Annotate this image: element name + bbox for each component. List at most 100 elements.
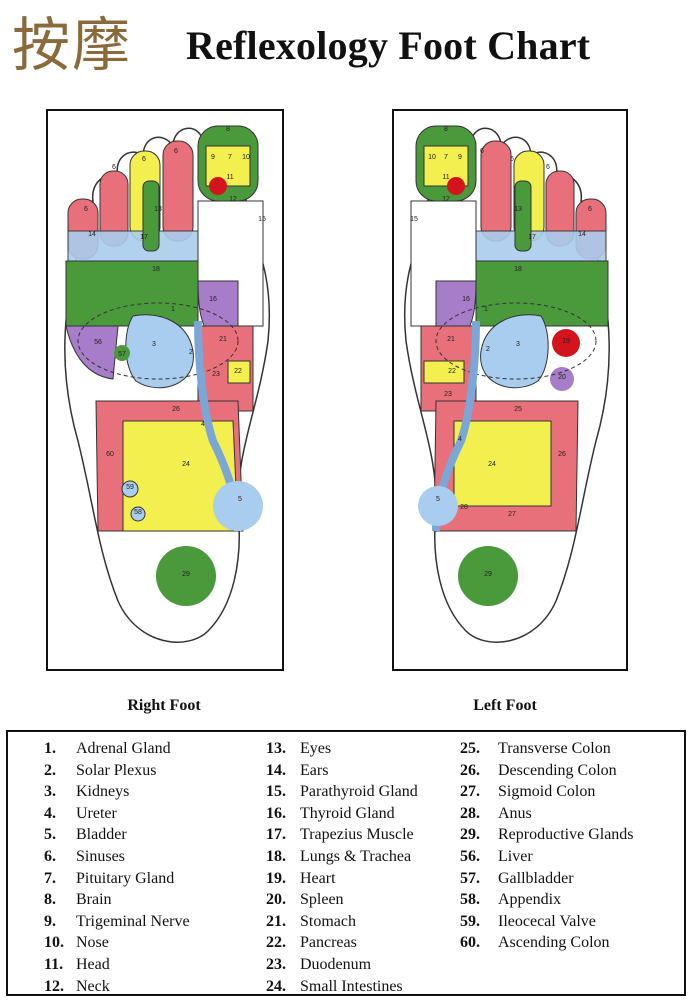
zone-number: 8 [444,126,448,133]
legend-item-label: Thyroid Gland [300,804,395,822]
legend-item: 25.Transverse Colon [460,738,634,760]
legend-item: 14.Ears [266,760,418,782]
legend-item-number: 19. [266,869,286,887]
pancreas-zone [227,360,251,384]
legend-item: 15. Parathyroid Gland [266,781,418,803]
legend-item: 1.Adrenal Gland [44,738,190,760]
legend-item: 60.Ascending Colon [460,932,634,954]
legend-item: 3.Kidneys [44,781,190,803]
legend-item: 4.Ureter [44,803,190,825]
legend-item-label: Bladder [76,826,127,844]
zone-number: 13 [154,206,162,213]
legend-item-number: 5. [44,826,56,844]
legend-item-label: Adrenal Gland [76,740,171,757]
legend-item-number: 57. [460,869,480,887]
legend-item: 56.Liver [460,846,634,868]
zone-number: 18 [514,266,522,273]
legend-item-number: 6. [44,847,56,865]
legend-item: 21.Stomach [266,911,418,933]
legend-item-number: 11. [44,955,64,973]
zone-number: 59 [126,484,134,491]
legend-item: 6.Sinuses [44,846,190,868]
zone-number: 10 [242,154,250,161]
legend-item-number: 27. [460,783,480,801]
legend-item-label: Liver [498,847,533,865]
legend-item-label: Sigmoid Colon [498,783,596,801]
legend-item: 58.Appendix [460,889,634,911]
legend-item: 16.Thyroid Gland [266,803,418,825]
zone-number: 3 [152,341,156,348]
legend-item-label: Heart [300,869,336,887]
legend-item-number: 15. [266,783,286,801]
zone-number: 9 [458,154,462,161]
page-title: Reflexology Foot Chart [186,23,591,68]
reproductive-zone [458,546,518,606]
zone-number: 6 [142,156,146,163]
toe-zone [465,230,607,262]
legend-item: 20.Spleen [266,889,418,911]
zone-number: 18 [152,266,160,273]
zone-number: 25 [514,406,522,413]
reproductive-zone [156,546,216,606]
zone-number: 27 [508,511,516,518]
legend-item: 23.Duodenum [266,954,418,976]
toe-zone [480,140,512,242]
zone-dot [209,177,227,195]
legend-item-label: Reproductive Glands [498,826,634,844]
liver-zone [65,325,119,380]
zone-number: 3 [516,341,520,348]
legend-item-number: 22. [266,934,286,952]
legend-item-number: 26. [460,761,480,779]
zone-number: 1 [484,306,488,313]
zone-number: 22 [448,368,456,375]
legend-item-label: Small Intestines [300,977,403,995]
appendix-dot [130,506,146,522]
legend-item-number: 60. [460,934,480,952]
legend-item-label: Head [76,955,110,973]
legend-item: 12.Neck [44,976,190,998]
zone-number: 16 [209,296,217,303]
zone-number: 58 [134,509,142,516]
zone-number: 6 [84,206,88,213]
legend-item-label: Pituitary Gland [76,869,175,887]
legend-item-number: 18. [266,847,286,865]
zone-number: 6 [480,148,484,155]
bladder-zone [418,486,458,526]
zone-number: 12 [442,196,450,203]
legend-item-number: 29. [460,826,480,844]
zone-number: 13 [514,206,522,213]
legend-item-label: Duodenum [300,955,372,973]
zone-number: 10 [428,154,436,161]
zone-number: 12 [229,196,237,203]
legend-item-label: Pancreas [300,934,357,952]
zone-number: 56 [94,339,102,346]
legend-item: 7.Pituitary Gland [44,868,190,890]
legend-item: 13.Eyes [266,738,418,760]
zone-number: 2 [189,349,193,356]
legend-item-label: Parathyroid Gland [300,783,418,801]
zone-number: 6 [510,156,514,163]
zone-dot [447,177,465,195]
legend-item-number: 17. [266,826,286,844]
zone-number: 14 [88,231,96,238]
ileocecal-dot [121,480,139,498]
legend-item: 5. Bladder [44,824,190,846]
legend-item-label: Brain [76,891,112,909]
legend-item: 8.Brain [44,889,190,911]
zone-number: 9 [211,154,215,161]
legend-item-label: Anus [498,804,532,822]
legend-item: 22. Pancreas [266,932,418,954]
zone-number: 2 [486,346,490,353]
legend-item-number: 3. [44,783,56,801]
legend-item-label: Descending Colon [498,761,617,779]
zone-number: 4 [201,421,205,428]
legend-item-label: Ureter [76,804,117,822]
legend-item: 18.Lungs & Trachea [266,846,418,868]
zone-number: 15 [410,216,418,223]
legend-item-label: Appendix [498,891,562,909]
